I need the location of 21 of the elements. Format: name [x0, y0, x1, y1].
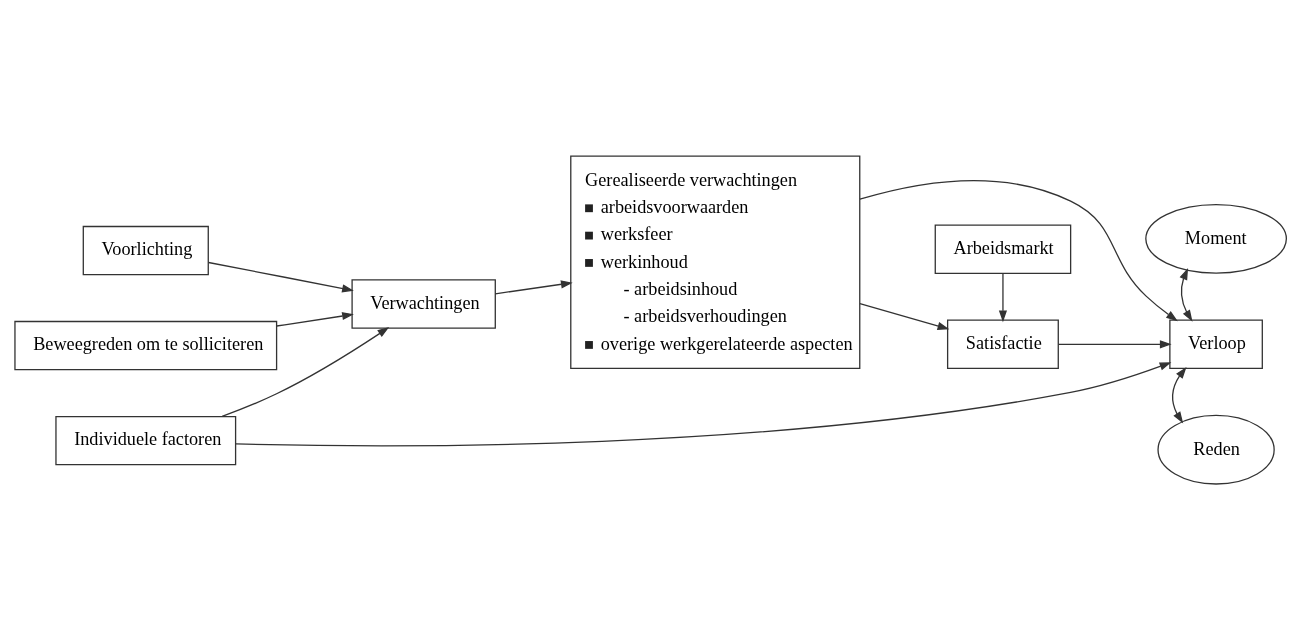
arrow: [998, 272, 1008, 322]
arrow: [1171, 366, 1187, 423]
node-box: Individuele factoren: [55, 415, 237, 465]
arrow: [1057, 339, 1172, 348]
node-box: Gerealiseerde verwachtingen arbeidsvoorwaarden werksfeer werkinhoud - arbeidsinhoud - arbeidsverhoudingen overige werkgerelateerde aspecten: [570, 155, 861, 369]
node-box: Verloop: [1169, 319, 1263, 369]
node-box: Arbeidsmarkt: [934, 224, 1072, 274]
node-ellipse: Moment: [1145, 203, 1287, 274]
arrow: [1179, 267, 1193, 322]
arrow: [207, 261, 354, 292]
arrow: [859, 302, 950, 330]
arrow: [235, 361, 1172, 446]
node-box: Verwachtingen: [351, 278, 496, 329]
node-box: Voorlichting: [82, 225, 209, 275]
arrow: [221, 326, 390, 417]
node-box: Satisfactie: [947, 319, 1059, 369]
node-box: Beweegreden om te solliciteren: [14, 320, 278, 370]
node-ellipse: Reden: [1157, 414, 1275, 485]
arrow: [494, 279, 573, 294]
arrow: [859, 179, 1178, 321]
arrow: [276, 311, 354, 327]
